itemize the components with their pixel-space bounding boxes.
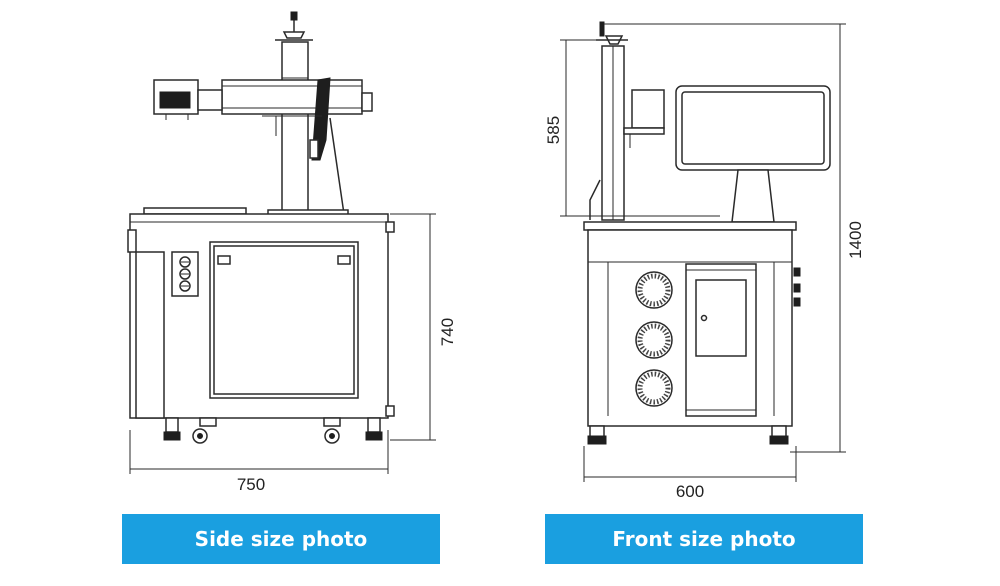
side-width-dimension-lines: [129, 430, 389, 474]
side-width-label: 750: [237, 475, 265, 494]
front-column-height-dimension-lines: [560, 39, 600, 217]
front-total-height-dimension-lines: [604, 23, 846, 453]
front-total-height-label: 1400: [846, 221, 865, 259]
side-size-caption: Side size photo: [122, 514, 440, 564]
front-view-drawing: [583, 21, 831, 445]
side-view-drawing: [127, 11, 395, 444]
side-height-label: 740: [438, 318, 457, 346]
side-height-dimension-lines: [390, 213, 436, 441]
front-width-dimension-lines: [583, 446, 797, 482]
front-width-label: 600: [676, 482, 704, 501]
front-column-height-label: 585: [544, 116, 563, 144]
front-size-caption: Front size photo: [545, 514, 863, 564]
